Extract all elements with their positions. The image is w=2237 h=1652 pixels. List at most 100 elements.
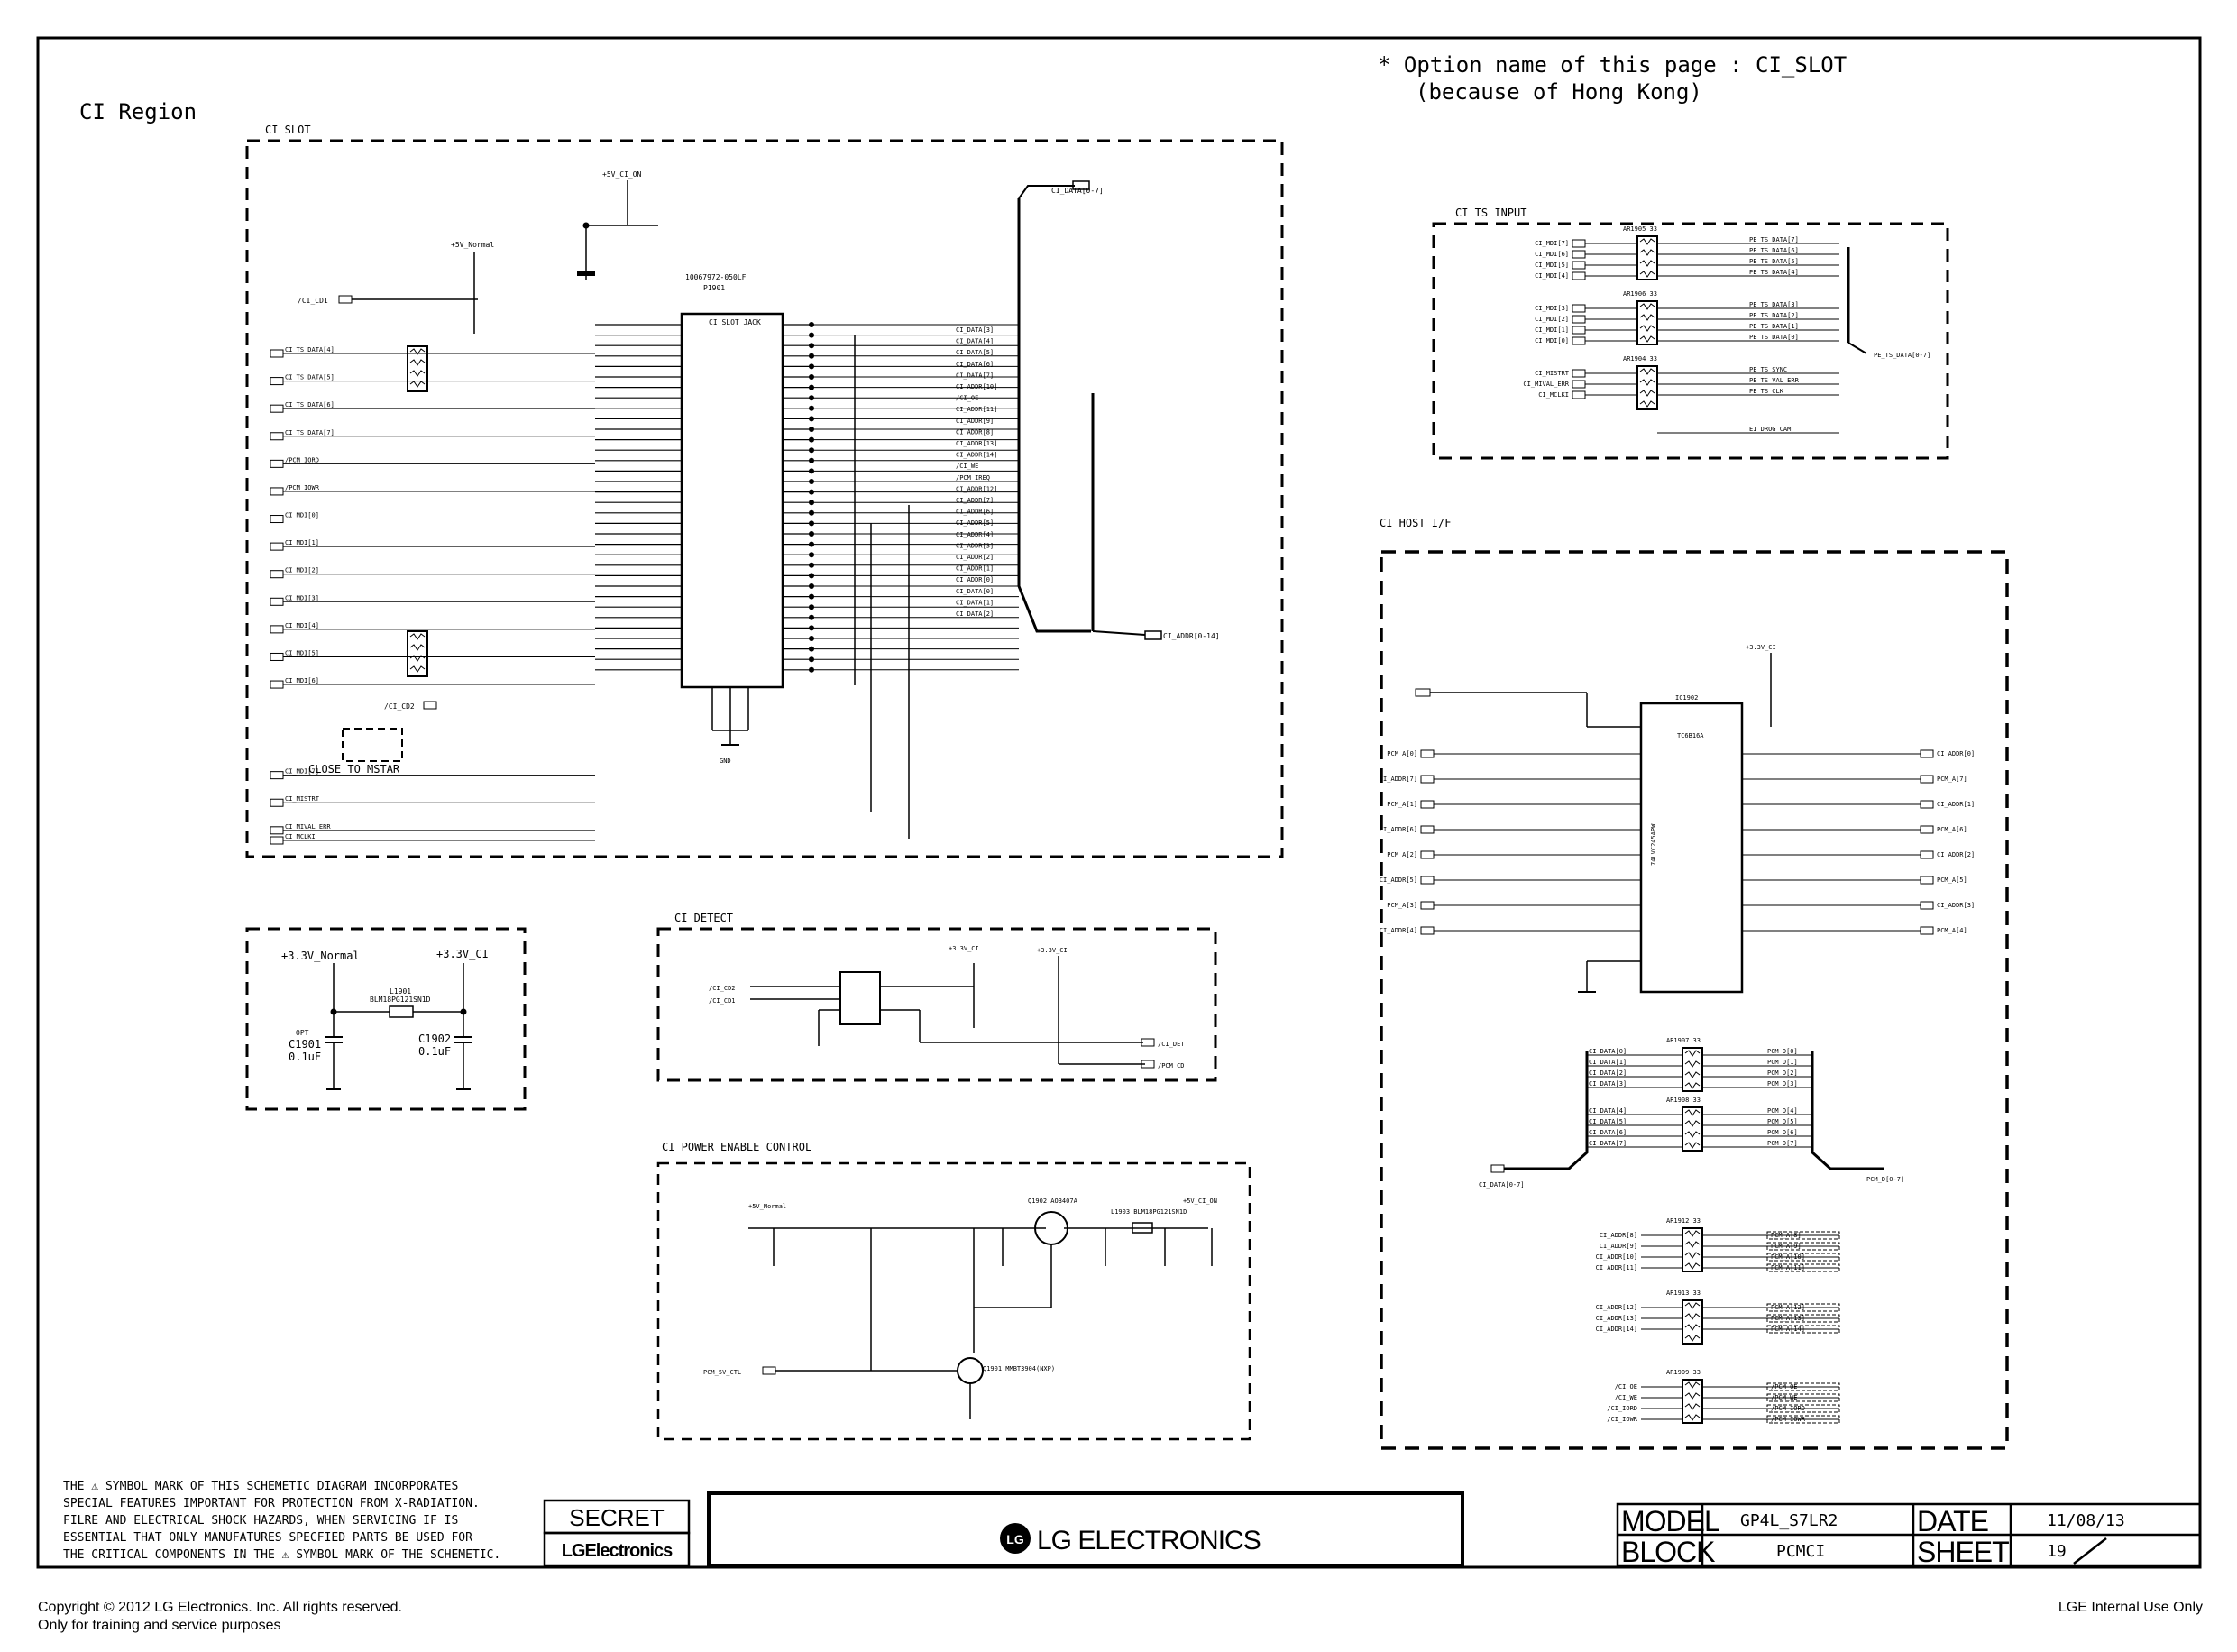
rail-5v-ci-on: +5V_CI_ON: [602, 170, 642, 179]
title-block: SECRET LGElectronics LG LG ELECTRONICS M…: [543, 1491, 2202, 1568]
ts-out-label: PE_TS_VAL_ERR: [1749, 377, 1800, 384]
left-signal-label: CI_MDI[2]: [285, 567, 319, 574]
cap1-ref: C1901: [289, 1038, 321, 1051]
ctl-in-label: /CI_IOWR: [1607, 1416, 1638, 1423]
internal-use-text: LGE Internal Use Only: [2058, 1600, 2203, 1615]
ic-left-pin-label: PCM_A[2]: [1387, 851, 1417, 858]
addr-out-label: PCM_A[8]: [1771, 1232, 1802, 1239]
net-port: [270, 404, 284, 413]
addr-bus-label: CI_ADDR[0-14]: [1163, 632, 1220, 640]
model-value: GP4L_S7LR2: [1740, 1511, 1838, 1530]
net-port: [270, 625, 284, 634]
option-note-line1: * Option name of this page : CI_SLOT: [1378, 52, 1847, 78]
host-array-label: AR1912 33: [1666, 1217, 1701, 1225]
addr-out-label: PCM_A[11]: [1771, 1264, 1805, 1271]
ic-right-port: [1920, 749, 1934, 758]
ts-out-label: PE_TS_DATA[2]: [1749, 312, 1799, 319]
data-in-label: CI_DATA[2]: [1589, 1069, 1627, 1077]
region-title: CI Region: [79, 99, 197, 124]
net-port: [270, 570, 284, 579]
right-signal-label: CI_ADDR[10]: [956, 383, 997, 390]
right-signal-label: CI_ADDR[2]: [956, 554, 994, 561]
ctl-in-label: /CI_OE: [1615, 1383, 1637, 1390]
data-out-label: PCM_D[2]: [1767, 1069, 1798, 1077]
ic-right-pin-label: CI_ADDR[2]: [1937, 851, 1975, 858]
ts-port: [1572, 380, 1586, 389]
right-signal-label: CI_DATA[4]: [956, 338, 994, 345]
ctl-in-label: /CI_IORD: [1607, 1405, 1637, 1412]
net-port: [270, 515, 284, 524]
left-signal-label: CI_TS_DATA[4]: [285, 346, 335, 353]
ts-port: [1572, 250, 1586, 259]
date-label: DATE: [1917, 1505, 1988, 1537]
host-array: [1682, 1379, 1703, 1424]
ts-port: [1572, 336, 1586, 345]
net-port: [270, 680, 284, 689]
pe-q1: Q1902 AO3407A: [1028, 1198, 1078, 1205]
left-signal-label: CI_MDI[5]: [285, 649, 319, 656]
addr-out-port: [1766, 1314, 1840, 1323]
net-port: [270, 459, 284, 468]
ts-array: [1636, 235, 1658, 280]
host-array-label: AR1907 33: [1666, 1037, 1701, 1044]
ts-out-label: PE_TS_DATA[4]: [1749, 269, 1799, 276]
right-signal-label: CI_DATA[3]: [956, 326, 994, 334]
net-port: [270, 771, 284, 780]
right-signal-label: CI_ADDR[0]: [956, 576, 994, 583]
ic-left-pin-label: CI_ADDR[5]: [1380, 876, 1417, 884]
detect-gate: [839, 971, 881, 1025]
addr-out-label: PCM_A[9]: [1771, 1243, 1802, 1250]
data-out-label: PCM_D[3]: [1767, 1080, 1798, 1088]
data-bus-label: CI_DATA[0-7]: [1051, 187, 1104, 195]
ts-in-label: CI_MISTRT: [1535, 370, 1570, 377]
detect-rail-b: +3.3V_CI: [1037, 947, 1068, 954]
ts-in-label: CI_MDI[6]: [1535, 251, 1569, 258]
ts-in-label: CI_MDI[4]: [1535, 272, 1569, 280]
connector-part: 10067972-050LF: [685, 273, 747, 281]
left-signal-label: CI_MDI[6]: [285, 677, 319, 684]
right-signal-label: CI_DATA[7]: [956, 372, 994, 379]
ts-out-label: EI_DROG_CAM: [1749, 426, 1791, 433]
left-signal-label: /PCM_IORD: [285, 456, 319, 463]
gnd-label: GND: [720, 757, 731, 765]
ic-left-port: [1420, 876, 1435, 885]
ic-right-port: [1920, 800, 1934, 809]
ic-right-pin-label: CI_ADDR[0]: [1937, 750, 1975, 757]
left-signal-label: CI_MISTRT: [285, 795, 320, 803]
ic-right-pin-label: CI_ADDR[1]: [1937, 801, 1975, 808]
addr-in-label: CI_ADDR[13]: [1596, 1315, 1637, 1322]
sheet-label: SHEET: [1917, 1536, 2009, 1568]
ic1902-body: [1639, 702, 1744, 994]
data-out-label: PCM_D[7]: [1767, 1140, 1798, 1147]
ts-array-label: AR1905 33: [1623, 225, 1657, 233]
addr-out-port: [1766, 1242, 1840, 1251]
lg-logo-icon: [1000, 1523, 1031, 1554]
inductor-l1901: [389, 1005, 414, 1018]
left-signal-label: CI_MDI[1]: [285, 539, 319, 546]
left-signal-label: CI_MDI[3]: [285, 594, 319, 601]
ctl-in-label: /CI_WE: [1615, 1394, 1637, 1401]
right-signal-label: CI_DATA[5]: [956, 349, 994, 356]
cd2-label: /CI_CD2: [384, 702, 415, 711]
ts-port: [1572, 239, 1586, 248]
pe-q2: Q1901 MMBT3904(NXP): [983, 1365, 1055, 1372]
ic-right-pin-label: CI_ADDR[3]: [1937, 902, 1975, 909]
ic-right-port: [1920, 901, 1934, 910]
right-signal-label: CI_ADDR[5]: [956, 519, 994, 527]
block-label: BLOCK: [1621, 1536, 1715, 1568]
addr-out-label: PCM_A[13]: [1771, 1315, 1805, 1322]
data-in-label: CI_DATA[6]: [1589, 1129, 1627, 1136]
ci-host-if-block: CI HOST I/F IC1902 TC6B16A 74LVC245APW +…: [1380, 517, 2009, 1450]
warning-line: SPECIAL FEATURES IMPORTANT FOR PROTECTIO…: [63, 1497, 480, 1510]
ci-slot-label: CI SLOT: [265, 124, 311, 136]
addr-out-port: [1766, 1303, 1840, 1312]
right-signal-label: CI_DATA[2]: [956, 610, 994, 618]
connector-pins: CI_TS_DATA[4]CI_TS_DATA[5]CI_TS_DATA[6]C…: [270, 322, 1019, 845]
ci-slot-block: CI SLOT 10067972-050LF P1901 CI_SLOT_JAC…: [245, 124, 1284, 858]
ts-port: [1572, 261, 1586, 270]
connector-name: CI_SLOT_JACK: [709, 318, 761, 326]
ic-left-port: [1420, 926, 1435, 935]
data-bus-out-label: PCM_D[0-7]: [1866, 1176, 1904, 1183]
ic-right-pin-label: PCM_A[6]: [1937, 826, 1967, 833]
